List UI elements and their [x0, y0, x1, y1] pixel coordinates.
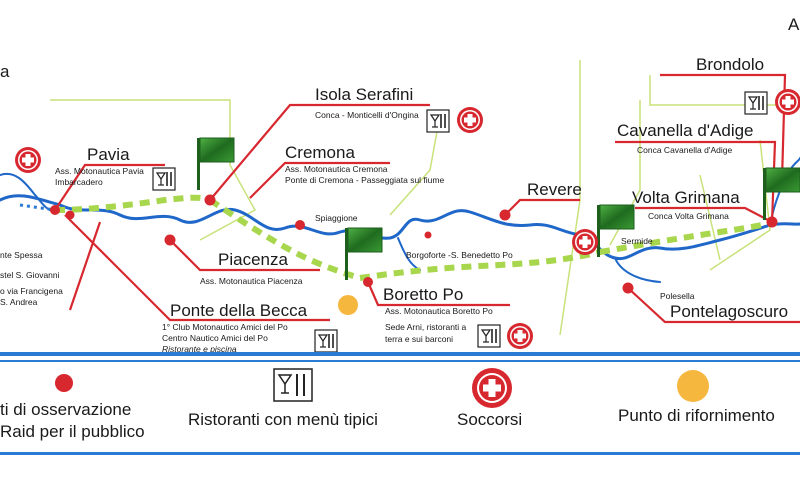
- cavanella-desc1: Conca Cavanella d'Adige: [637, 145, 732, 155]
- place-labels: a nte Spessa stel S. Giovanni o via Fran…: [0, 15, 800, 354]
- boretto-desc2: Sede Arni, ristoranti a: [385, 322, 467, 332]
- spiaggione-dot: [295, 220, 305, 230]
- restaurant-icon-ponte-becca: [314, 329, 338, 353]
- piacenza-dot: [164, 234, 176, 246]
- restaurant-icon: [273, 368, 313, 402]
- piacenza-name: Piacenza: [218, 250, 288, 269]
- rescue-cross-icon-pavia: [15, 147, 41, 173]
- legend-bottom-band: [0, 452, 800, 455]
- cavanella-name: Cavanella d'Adige: [617, 121, 754, 140]
- red-dot-icon: [55, 374, 73, 392]
- polesella-dot: [622, 282, 634, 294]
- callout-lines: [54, 73, 800, 324]
- left-label-andrea: S. Andrea: [0, 297, 38, 307]
- legend-top-band: [0, 352, 800, 356]
- pontelagoscuro-name: Pontelagoscuro: [670, 302, 788, 321]
- boretto-name: Boretto Po: [383, 285, 463, 304]
- spiaggione-name: Spiaggione: [315, 213, 358, 223]
- cremona-dot: [204, 194, 216, 206]
- isola-name: Isola Serafini: [315, 85, 413, 104]
- ponte-becca-desc3: Ristorante e piscina: [162, 344, 237, 354]
- borgoforte-name: Borgoforte -S. Benedetto Po: [406, 250, 513, 260]
- rescue-cross-icon-brondolo: [775, 89, 800, 115]
- ponte-becca-dot: [65, 210, 75, 220]
- raid-route: [54, 194, 776, 281]
- isola-desc1: Conca - Monticelli d'Ongina: [315, 110, 419, 120]
- left-label-spessa: nte Spessa: [0, 250, 43, 260]
- rescue-cross-icon: [470, 366, 514, 410]
- flag-icon-cremona: [196, 137, 235, 191]
- legend-rescue-label: Soccorsi: [457, 410, 523, 429]
- cremona-name: Cremona: [285, 143, 355, 162]
- ponte-becca-desc2: Centro Nautico Amici del Po: [162, 333, 268, 343]
- cremona-desc1: Ass. Motonautica Cremona: [285, 164, 388, 174]
- revere-name: Revere: [527, 180, 582, 199]
- pavia-desc1: Ass. Motonautica Pavia: [55, 166, 144, 176]
- route-start-dots: [19, 203, 56, 212]
- piacenza-desc1: Ass. Motonautica Piacenza: [200, 276, 303, 286]
- left-label-francigena: o via Francigena: [0, 286, 63, 296]
- pavia-name: Pavia: [87, 145, 130, 164]
- revere-dot: [499, 209, 511, 221]
- pavia-dot: [50, 205, 60, 215]
- left-edge-title: a: [0, 62, 10, 81]
- corner-letter: A: [788, 15, 800, 34]
- pavia-desc2: Imbarcadero: [55, 177, 103, 187]
- sermide-name: Sermide: [621, 236, 653, 246]
- rescue-cross-icon-isola: [457, 107, 483, 133]
- restaurant-icon-boretto: [477, 324, 501, 348]
- restaurant-icon-isola: [426, 109, 450, 133]
- restaurant-icon-brondolo: [744, 91, 768, 115]
- legend-top-band-2: [0, 360, 800, 362]
- borgoforte-dot: [424, 231, 432, 239]
- left-label-giovanni: stel S. Giovanni: [0, 270, 60, 280]
- brondolo-name: Brondolo: [696, 55, 764, 74]
- fuel-dot-icon: [677, 370, 709, 402]
- volta-name: Volta Grimana: [632, 188, 740, 207]
- restaurant-icon-pavia: [152, 167, 176, 191]
- polesella-name: Polesella: [660, 291, 695, 301]
- observation-dots: [50, 194, 778, 294]
- volta-desc1: Conca Volta Grimana: [648, 211, 729, 221]
- rescue-cross-icon-sermide: [572, 229, 598, 255]
- legend-restaurants-label: Ristoranti con menù tipici: [188, 410, 378, 429]
- fuel-point-icon: [338, 295, 358, 315]
- legend: ti di osservazione Raid per il pubblico …: [0, 362, 800, 452]
- boretto-dot: [363, 277, 373, 287]
- cremona-desc2: Ponte di Cremona - Passeggiata sul fiume: [285, 175, 444, 185]
- rescue-cross-icon-boretto: [507, 323, 533, 349]
- ponte-becca-name: Ponte della Becca: [170, 301, 308, 320]
- legend-observation-line1: ti di osservazione: [0, 400, 132, 419]
- volta-dot: [766, 216, 778, 228]
- ponte-becca-desc1: 1° Club Motonautico Amici del Po: [162, 322, 288, 332]
- boretto-desc1: Ass. Motonautica Boretto Po: [385, 306, 493, 316]
- boretto-desc3: terra e sui barconi: [385, 334, 453, 344]
- legend-observation-line2: Raid per il pubblico: [0, 422, 145, 441]
- legend-fuel-label: Punto di rifornimento: [618, 406, 775, 425]
